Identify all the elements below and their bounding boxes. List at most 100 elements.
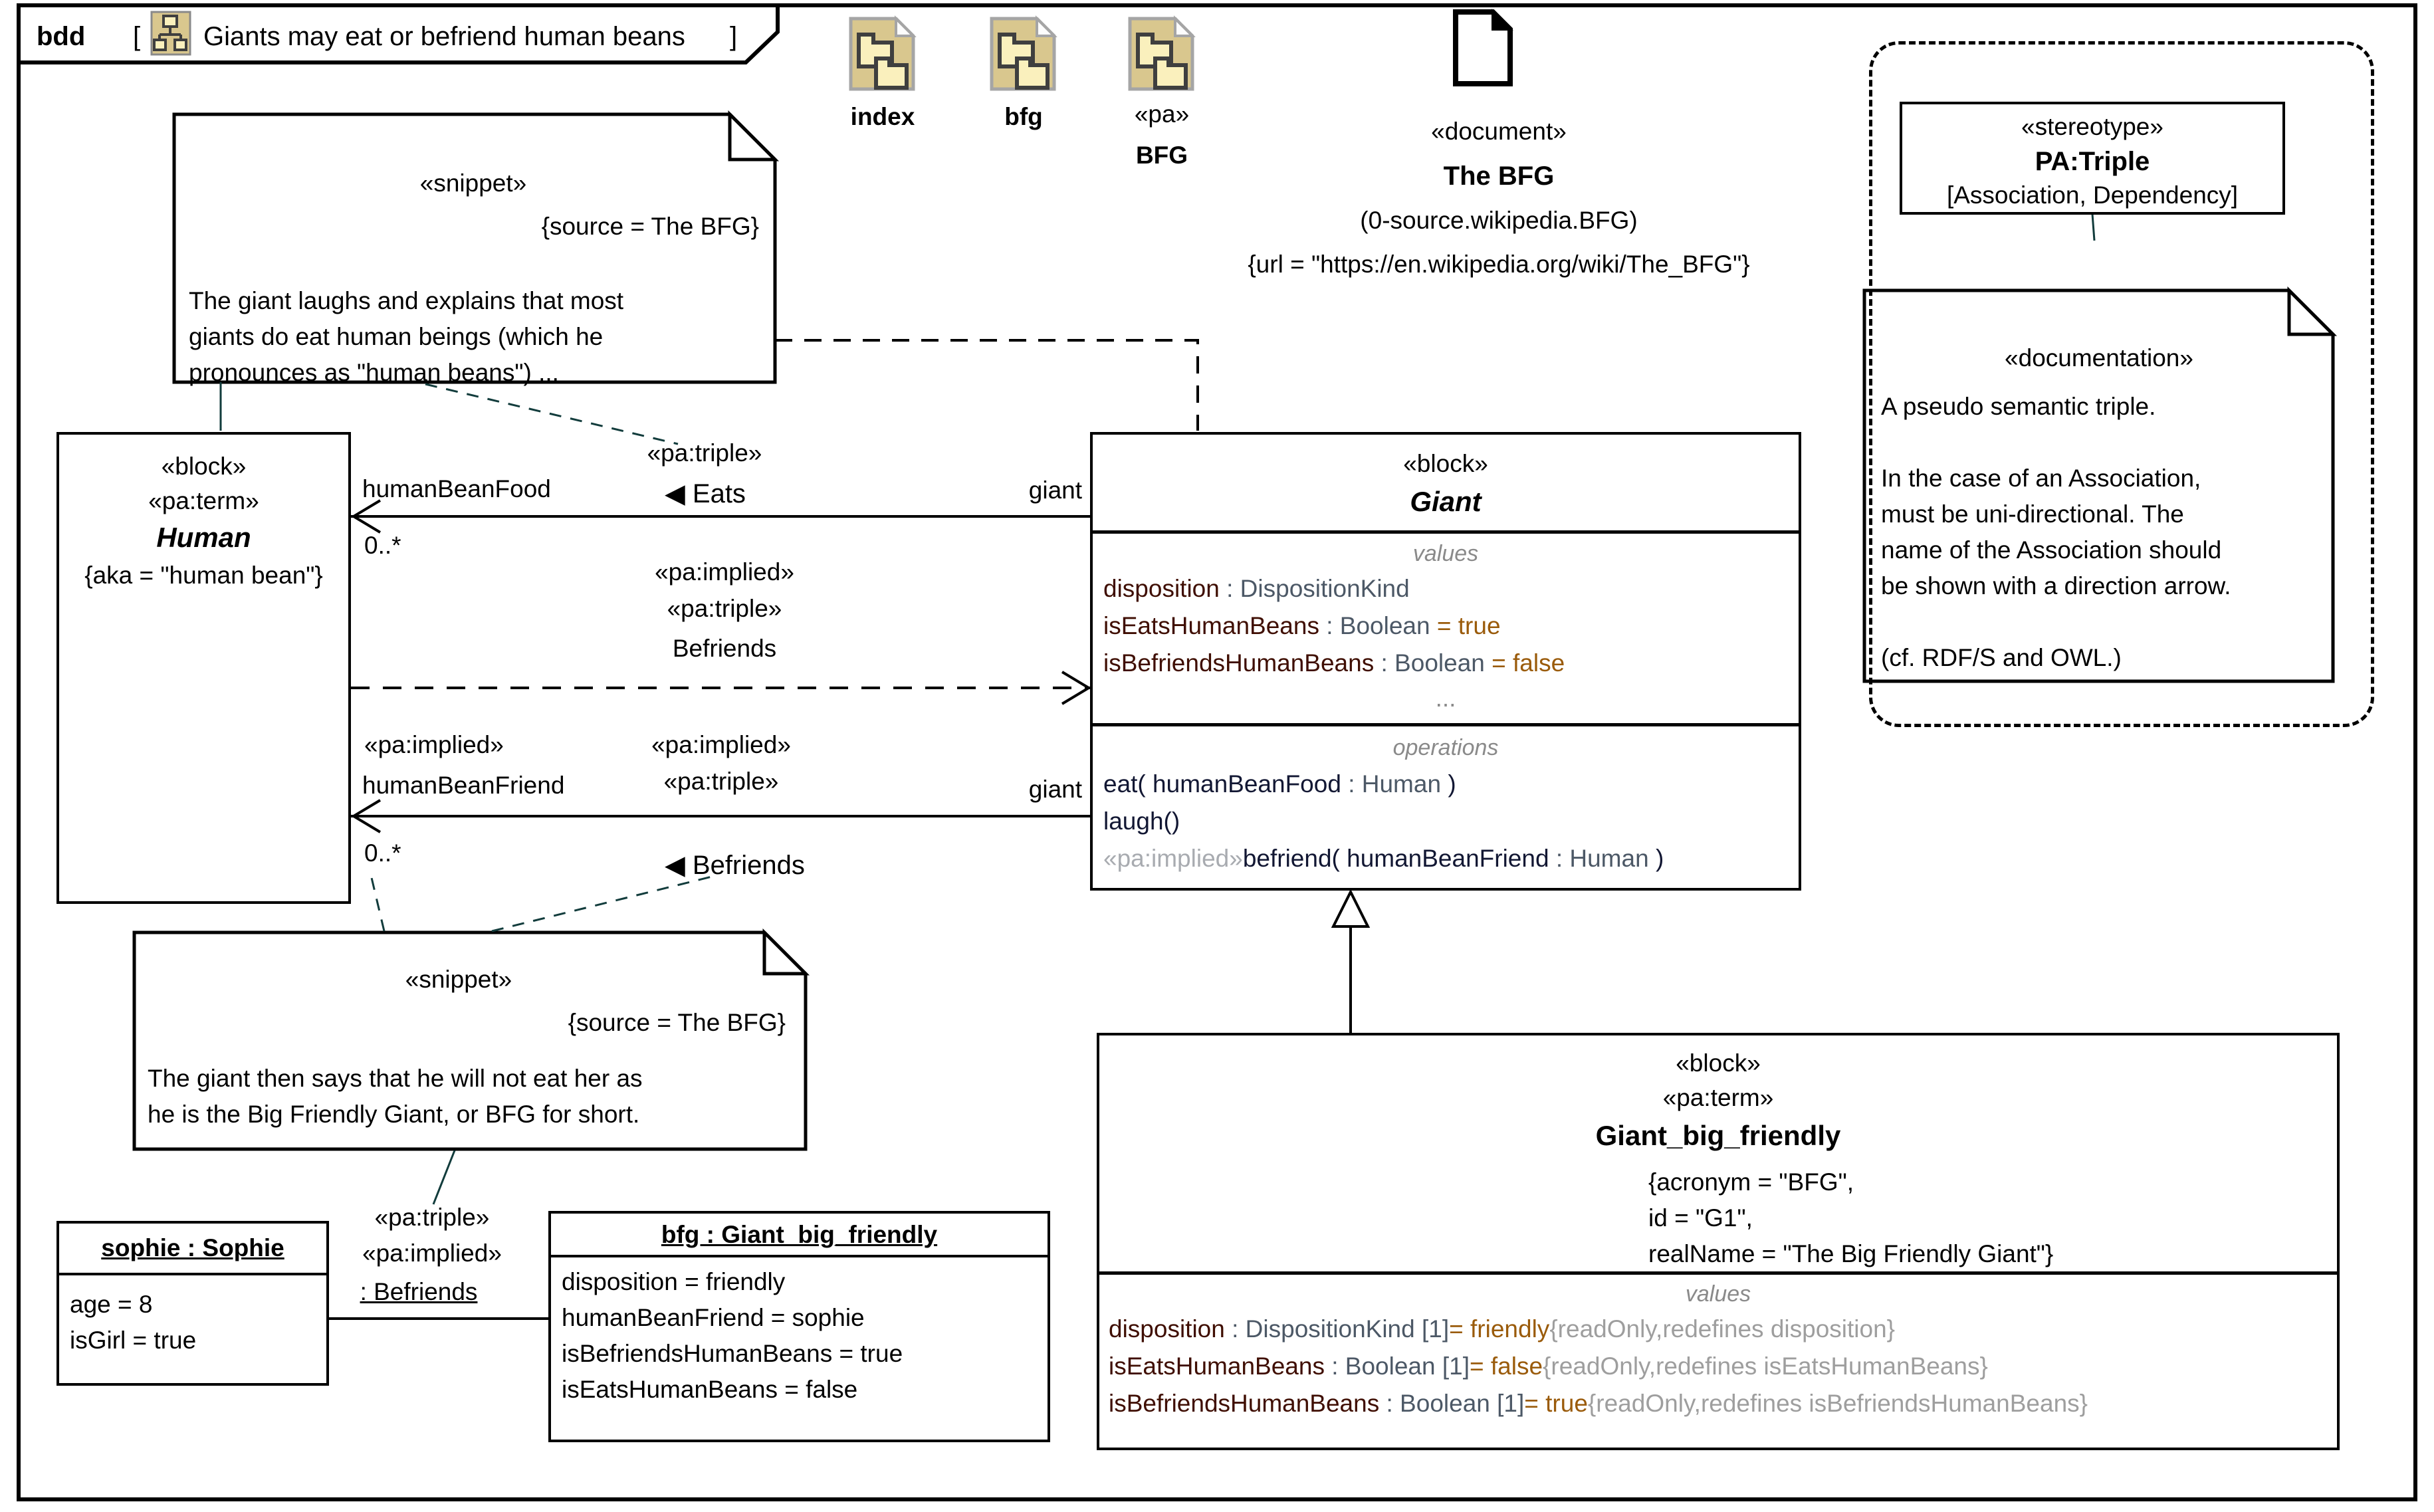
tab-open-bracket: [	[133, 22, 141, 51]
property-row-segment: : Boolean [1]	[1379, 1390, 1525, 1417]
text-line: In the case of an Association,	[1881, 465, 2201, 492]
property-row-segment: : Human	[1549, 845, 1649, 872]
document-name: The BFG	[1443, 162, 1555, 191]
text-line: realName = "The Big Friendly Giant"}	[1648, 1240, 2054, 1267]
bfg-instance-title: bfg : Giant_big_friendly	[661, 1221, 938, 1248]
human-stereotype-block: «block»	[161, 453, 247, 480]
anchor-snippet1-to-eats	[425, 383, 679, 445]
gbf-values-label: values	[1685, 1281, 1751, 1307]
stereotype-box-name: PA:Triple	[2035, 147, 2150, 176]
package-icon-bfg	[990, 15, 1057, 91]
gbf-values-divider	[1097, 1271, 2340, 1275]
text-line	[1881, 425, 2231, 461]
property-row-segment: : DispositionKind	[1219, 575, 1410, 602]
package-icon-pa-bfg	[1128, 15, 1196, 91]
property-row-segment: «pa:implied»	[1103, 845, 1243, 872]
giant-values-ellipsis: ...	[1435, 685, 1456, 712]
property-row: «pa:implied»befriend( humanBeanFriend : …	[1103, 840, 1664, 877]
befriends-implied-name: Befriends	[672, 635, 777, 662]
property-row-segment: befriend( humanBeanFriend	[1242, 845, 1549, 872]
snippet2-body: The giant then says that he will not eat…	[148, 1061, 643, 1133]
text-line: The giant laughs and explains that most	[189, 287, 624, 314]
property-row: isBefriendsHumanBeans : Boolean = false	[1103, 645, 1565, 682]
friend-name: Befriends	[692, 851, 805, 880]
gbf-block	[1097, 1033, 2340, 1450]
link-stereotype1: «pa:triple»	[374, 1204, 490, 1231]
property-row-segment: )	[1648, 845, 1664, 872]
giant-block-name: Giant	[1410, 486, 1482, 517]
text-line: A pseudo semantic triple.	[1881, 393, 2156, 420]
snippet2-source: {source = The BFG}	[568, 1009, 786, 1036]
friend-name-label: ◀ Befriends	[665, 847, 805, 883]
bdd-diagram-icon	[150, 11, 191, 56]
diagram-frame	[17, 3, 2417, 1501]
text-line: (cf. RDF/S and OWL.)	[1881, 644, 2122, 671]
stereotype-package-dashed-container	[1869, 41, 2374, 727]
snippet-note-bottom-shape	[132, 928, 810, 1151]
property-row-segment: isBefriendsHumanBeans	[1103, 649, 1375, 677]
document-stereotype: «document»	[1431, 118, 1567, 145]
property-row-segment: disposition	[1109, 1315, 1225, 1343]
friend-direction-triangle: ◀	[665, 851, 685, 880]
friend-stereotype-left: «pa:implied»	[364, 731, 504, 758]
stereotype-box	[1900, 102, 2285, 215]
diagram-title-tab-shape	[17, 3, 780, 64]
generalization-hollow-triangle	[1331, 889, 1371, 928]
giant-values-label: values	[1412, 541, 1479, 566]
property-row-segment: : Boolean	[1374, 649, 1485, 677]
property-row-segment: disposition	[1103, 575, 1220, 602]
human-aka-constraint: {aka = "human bean"}	[84, 562, 323, 589]
anchor-snippet1-to-giant	[775, 339, 1199, 431]
palette-label-pa-name: BFG	[1135, 142, 1188, 169]
property-row-segment: {readOnly,redefines disposition}	[1549, 1315, 1896, 1343]
text-line: disposition = friendly	[562, 1268, 786, 1295]
giant-stereotype: «block»	[1403, 450, 1488, 477]
property-row: isBefriendsHumanBeans : Boolean [1]= tru…	[1109, 1385, 2088, 1422]
text-line: The giant then says that he will not eat…	[148, 1065, 643, 1092]
tab-bdd-label: bdd	[37, 22, 86, 51]
property-row-segment: isBefriendsHumanBeans	[1109, 1390, 1380, 1417]
documentation-stereotype: «documentation»	[2005, 344, 2193, 372]
property-row-segment: : DispositionKind [1]	[1224, 1315, 1450, 1343]
snippet1-source: {source = The BFG}	[541, 213, 759, 240]
gbf-stereotype-block: «block»	[1676, 1049, 1761, 1077]
property-row-segment: )	[1441, 770, 1456, 798]
text-line: must be uni-directional. The	[1881, 500, 2184, 528]
giant-values-divider	[1090, 530, 1801, 534]
property-row: disposition : DispositionKind	[1103, 570, 1565, 607]
stereotype-box-applies: [Association, Dependency]	[1946, 181, 2239, 209]
text-line	[1881, 604, 2231, 640]
diagram-title: Giants may eat or befriend human beans	[203, 22, 685, 51]
eats-role-far: giant	[1028, 477, 1082, 504]
gbf-stereotype-paterm: «pa:term»	[1662, 1084, 1774, 1111]
bfg-compartment-divider	[548, 1255, 1050, 1257]
snippet1-stereotype: «snippet»	[419, 169, 527, 197]
anchor-snippet2-to-befriends	[491, 875, 715, 932]
text-line: pronounces as "human beans") ...	[189, 359, 559, 386]
property-row: eat( humanBeanFood : Human )	[1103, 766, 1664, 803]
property-row-segment: : Human	[1341, 770, 1442, 798]
tab-close-bracket: ]	[730, 22, 738, 51]
anchor-snippet2-to-link	[432, 1150, 456, 1205]
text-line: be shown with a direction arrow.	[1881, 572, 2231, 599]
property-row-segment: = friendly	[1449, 1315, 1550, 1343]
befriends-implied-stereotype1: «pa:implied»	[655, 558, 794, 586]
eats-role-near: humanBeanFood	[362, 475, 551, 502]
stereotype-box-keyword: «stereotype»	[2021, 113, 2163, 140]
property-row-segment: = false	[1470, 1352, 1543, 1380]
document-qualified-name: (0-source.wikipedia.BFG)	[1360, 207, 1638, 234]
property-row-segment: {readOnly,redefines isBefriendsHumanBean…	[1587, 1390, 2088, 1417]
text-line: {acronym = "BFG",	[1648, 1168, 1854, 1196]
property-row-segment: isEatsHumanBeans	[1103, 612, 1319, 639]
anchor-snippet2-to-mult	[368, 869, 386, 932]
property-row: isEatsHumanBeans : Boolean = true	[1103, 607, 1565, 645]
document-icon	[1453, 9, 1513, 86]
giant-operations-label: operations	[1392, 735, 1499, 760]
friend-multiplicity: 0..*	[364, 839, 401, 867]
bfg-instance-box	[548, 1211, 1050, 1442]
gbf-values-rows: disposition : DispositionKind [1]= frien…	[1109, 1311, 2088, 1422]
text-line: he is the Big Friendly Giant, or BFG for…	[148, 1101, 640, 1128]
